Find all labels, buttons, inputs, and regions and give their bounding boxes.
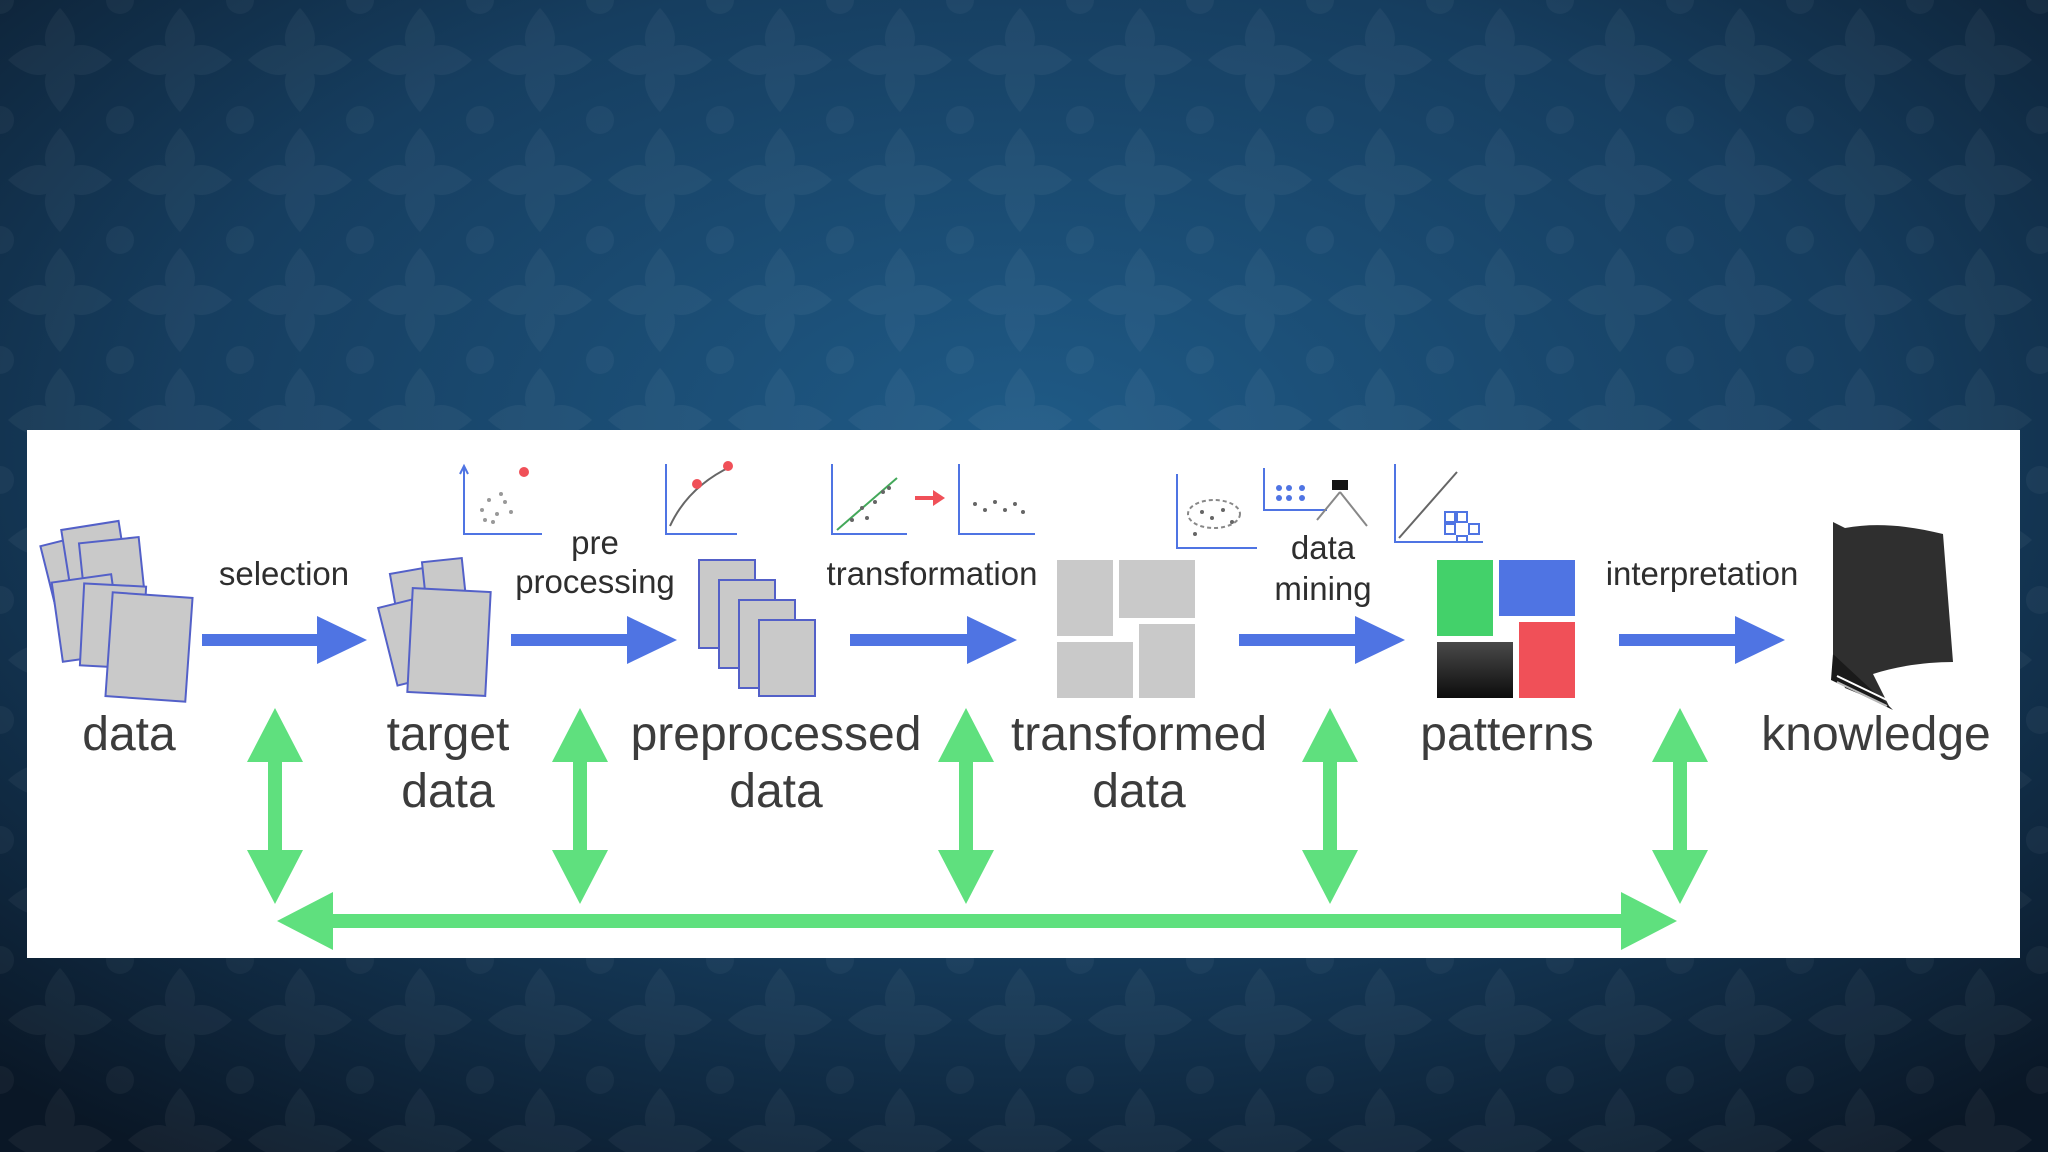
step-arrow-selection: [202, 616, 367, 664]
outlier-selection-chart-icon: [459, 463, 542, 535]
dimension-reduction-chart-icon: [831, 464, 1035, 535]
step-arrow-transformation: [850, 616, 1017, 664]
step-label-preprocessing-line2: processing: [515, 563, 675, 600]
stage-label-preprocessed-line2: data: [729, 765, 823, 818]
step-label-transformation: transformation: [827, 555, 1038, 592]
step-label-interpretation: interpretation: [1606, 555, 1799, 592]
colored-blocks-icon: [1437, 560, 1575, 698]
cascaded-documents-icon: [698, 559, 816, 697]
stage-label-transformed-line2: data: [1092, 765, 1186, 818]
clustering-chart-icon: [1176, 474, 1257, 549]
stage-label-transformed: transformed: [1011, 708, 1267, 761]
classification-chart-icon: [1263, 468, 1368, 527]
document-stack-icon: [39, 519, 194, 703]
decision-tree-chart-icon: [1394, 464, 1483, 543]
step-label-datamining: data: [1291, 529, 1356, 566]
kdd-process-panel: data target data preprocessed data trans…: [27, 430, 2020, 958]
step-arrow-preprocessing: [511, 616, 677, 664]
document-stack-icon: [376, 556, 492, 698]
step-arrow-interpretation: [1619, 616, 1785, 664]
step-label-datamining-line2: mining: [1274, 570, 1371, 607]
book-icon: [1831, 522, 1953, 710]
stage-label-target: target: [387, 708, 510, 761]
step-label-selection: selection: [219, 555, 349, 592]
step-arrow-datamining: [1239, 616, 1405, 664]
feedback-loop-arrow-icon: [247, 708, 1708, 950]
stage-label-patterns: patterns: [1420, 708, 1593, 761]
stage-label-data: data: [82, 708, 176, 761]
missing-values-chart-icon: [665, 461, 737, 535]
stage-label-target-line2: data: [401, 765, 495, 818]
kdd-process-diagram: data target data preprocessed data trans…: [39, 461, 1991, 950]
stage-label-preprocessed: preprocessed: [631, 708, 922, 761]
stage-label-knowledge: knowledge: [1761, 708, 1991, 761]
grid-tiles-icon: [1057, 560, 1195, 698]
step-label-preprocessing: pre: [571, 524, 619, 561]
